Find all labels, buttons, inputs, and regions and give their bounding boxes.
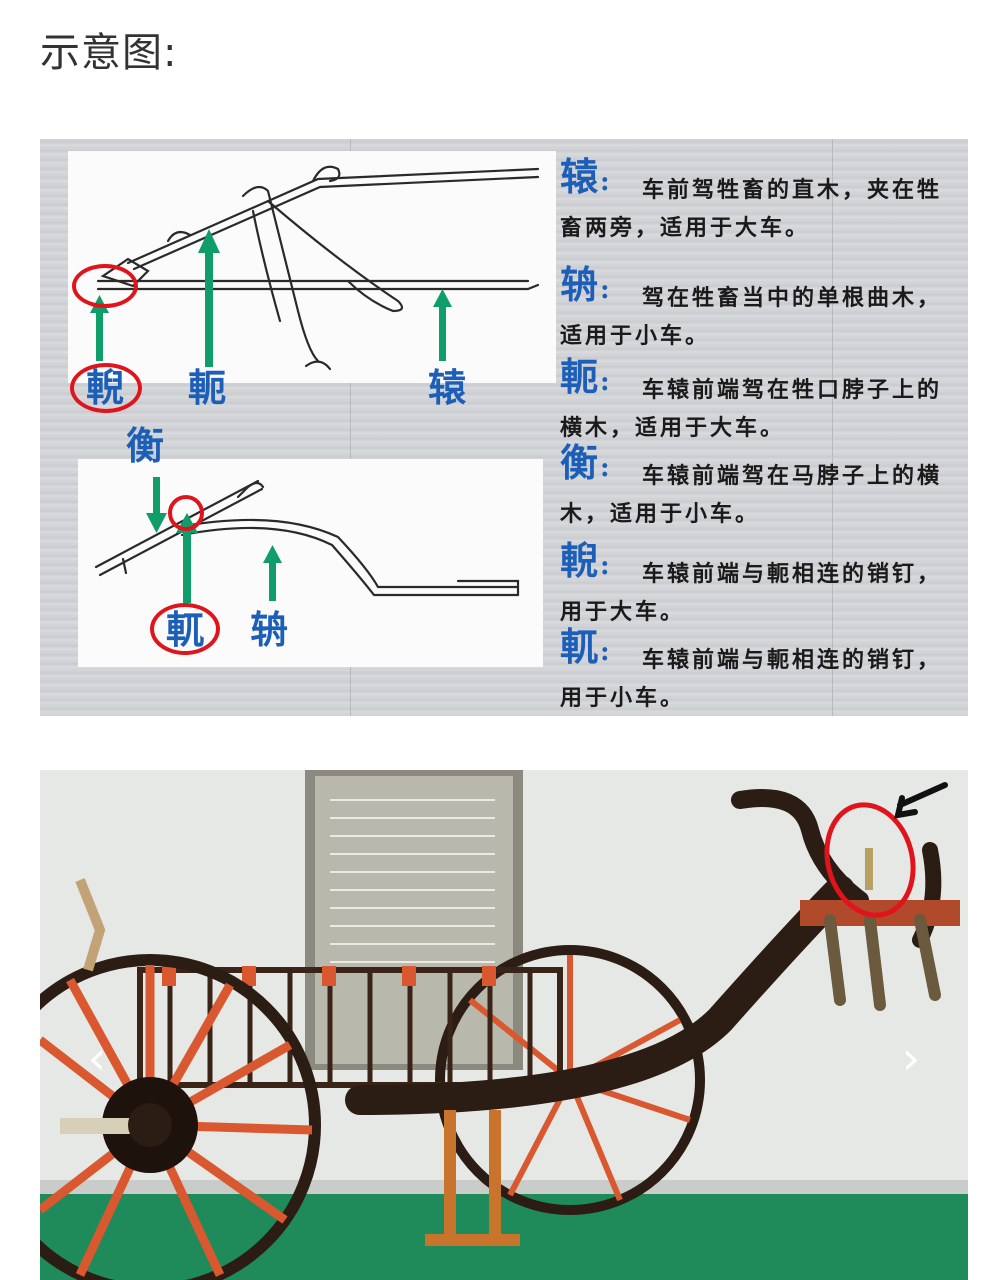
label-yuan: 辕	[428, 365, 467, 410]
glossary-entry: 軏 : 车辕前端与軛相连的销钉，用于小车。	[560, 627, 960, 716]
label-zhou: 辀	[250, 607, 289, 652]
chevron-right-icon: ›	[901, 1031, 921, 1085]
glossary-colon: :	[600, 275, 610, 305]
chevron-left-icon: ‹	[87, 1031, 107, 1085]
label-yue: 軏	[166, 607, 205, 652]
glossary-definition: 驾在牲畜当中的单根曲木，适用于小车。	[560, 285, 943, 349]
glossary-definition: 车前驾牲畜的直木，夹在牲畜两旁，适用于大车。	[560, 177, 943, 241]
chariot-photo[interactable]: ‹ ›	[40, 770, 968, 1280]
glossary-term: 衡	[560, 440, 599, 485]
glossary-term: 辀	[560, 262, 599, 307]
page-heading: 示意图:	[40, 30, 178, 76]
ni-pin-circle	[72, 264, 138, 308]
glossary-colon: :	[600, 551, 610, 581]
carousel-prev-button[interactable]: ‹	[82, 1035, 112, 1081]
ni-label-circle	[70, 363, 142, 413]
chariot-diagram: 輗 軛 辕 衡 軏 辀 辕 : 车前驾牲畜的直木，夹在牲畜两旁，适用于大车。 辀…	[40, 139, 968, 716]
glossary-definition: 车辕前端与軛相连的销钉，用于小车。	[560, 647, 943, 711]
glossary-colon: :	[600, 167, 610, 197]
glossary-term: 辕	[560, 154, 599, 199]
glossary-term: 軏	[560, 624, 599, 669]
glossary-entry: 辀 : 驾在牲畜当中的单根曲木，适用于小车。	[560, 265, 960, 355]
glossary-colon: :	[600, 637, 610, 667]
glossary-entry: 軛 : 车辕前端驾在牲口脖子上的横木，适用于大车。	[560, 357, 960, 447]
carousel-next-button[interactable]: ›	[896, 1035, 926, 1081]
glossary-definition: 车辕前端驾在牲口脖子上的横木，适用于大车。	[560, 377, 943, 441]
glossary-entry: 衡 : 车辕前端驾在马脖子上的横木，适用于小车。	[560, 443, 960, 533]
label-ni: 輗	[86, 365, 125, 410]
glossary-colon: :	[600, 367, 610, 397]
glossary-term: 軛	[560, 354, 599, 399]
glossary-colon: :	[600, 453, 610, 483]
glossary-definition: 车辕前端与軛相连的销钉，用于大车。	[560, 561, 943, 625]
glossary-entry: 辕 : 车前驾牲畜的直木，夹在牲畜两旁，适用于大车。	[560, 157, 960, 247]
glossary-entry: 輗 : 车辕前端与軛相连的销钉，用于大车。	[560, 541, 960, 631]
big-cart-sketch	[68, 151, 556, 383]
glossary-term: 輗	[560, 538, 599, 583]
yue-pin-circle	[168, 495, 204, 531]
label-e: 軛	[188, 365, 227, 410]
yue-label-circle	[150, 603, 220, 655]
glossary-definition: 车辕前端驾在马脖子上的横木，适用于小车。	[560, 463, 943, 527]
chariot-photo-image	[40, 770, 968, 1280]
label-heng: 衡	[126, 423, 165, 468]
